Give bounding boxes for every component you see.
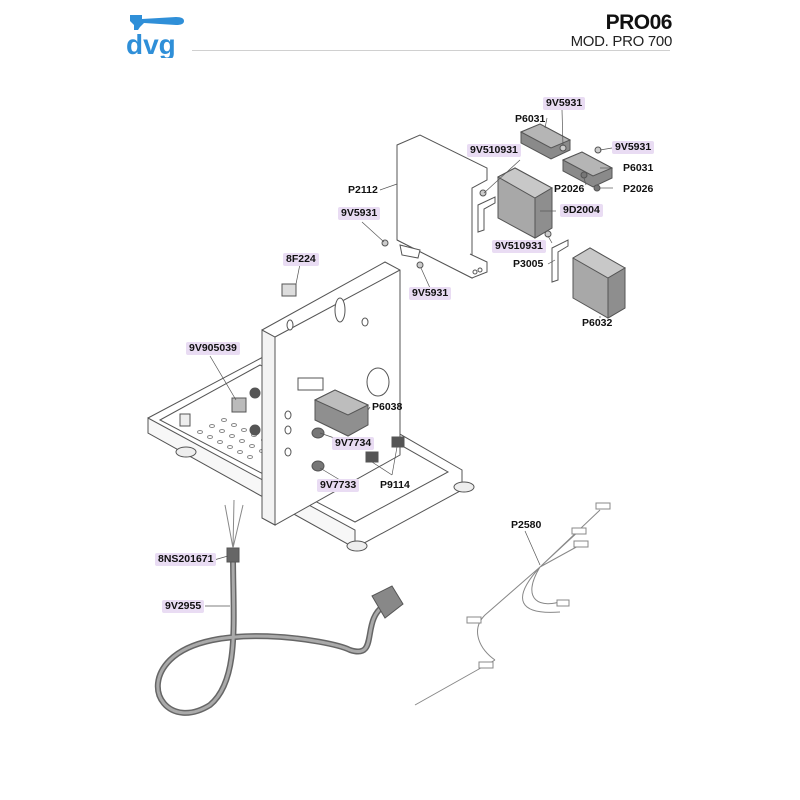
relay-p6032 xyxy=(572,247,626,319)
part-label-p2580[interactable]: P2580 xyxy=(511,519,542,531)
switch-8f224 xyxy=(281,283,297,297)
header-divider xyxy=(192,50,670,51)
part-label-9v2955[interactable]: 9V2955 xyxy=(162,600,205,613)
switch-p9114-a xyxy=(365,451,379,463)
part-label-9v510931[interactable]: 9V510931 xyxy=(492,240,546,253)
bracket-p2112 xyxy=(396,134,488,279)
bracket-small xyxy=(477,196,496,233)
toggle-9v905039 xyxy=(231,397,247,413)
switch-p9114-b xyxy=(391,436,405,448)
part-label-p2026[interactable]: P2026 xyxy=(623,183,654,195)
dvg-logo: dvg xyxy=(126,12,192,60)
part-label-9d2004[interactable]: 9D2004 xyxy=(560,204,603,217)
transformer-9d2004 xyxy=(496,167,554,239)
leader-lines xyxy=(205,109,613,607)
cover-p6031-b xyxy=(561,151,614,188)
part-label-p9114[interactable]: P9114 xyxy=(380,479,410,491)
model-subtitle: MOD. PRO 700 xyxy=(570,33,673,50)
page-title: PRO06 xyxy=(605,11,673,34)
part-label-8ns201671[interactable]: 8NS201671 xyxy=(155,553,217,566)
bracket-p3005 xyxy=(551,239,569,283)
part-label-p6038[interactable]: P6038 xyxy=(372,401,403,413)
part-label-9v5931[interactable]: 9V5931 xyxy=(543,97,586,110)
part-label-9v5931[interactable]: 9V5931 xyxy=(338,207,381,220)
part-label-p6031[interactable]: P6031 xyxy=(515,113,546,125)
part-label-9v5931[interactable]: 9V5931 xyxy=(409,287,452,300)
cover-p6031-a xyxy=(519,123,572,160)
display-p6038 xyxy=(313,389,370,437)
part-label-9v7733[interactable]: 9V7733 xyxy=(317,479,360,492)
brand-text: dvg xyxy=(126,29,176,58)
part-label-9v510931[interactable]: 9V510931 xyxy=(467,144,521,157)
power-cord-9v2955 xyxy=(154,499,404,716)
part-label-8f224[interactable]: 8F224 xyxy=(283,253,319,266)
screws xyxy=(381,144,602,269)
part-label-9v905039[interactable]: 9V905039 xyxy=(186,342,240,355)
lamp-9v7734 xyxy=(311,427,325,439)
part-label-p6032[interactable]: P6032 xyxy=(582,317,613,329)
part-label-p2112[interactable]: P2112 xyxy=(348,184,378,196)
part-label-9v7734[interactable]: 9V7734 xyxy=(332,437,375,450)
part-label-p6031[interactable]: P6031 xyxy=(623,162,654,174)
part-label-9v5931[interactable]: 9V5931 xyxy=(612,141,655,154)
wiring-harness-p2580 xyxy=(414,502,611,706)
portafilter-logo-icon: dvg xyxy=(126,15,184,60)
part-label-p2026[interactable]: P2026 xyxy=(554,183,585,195)
part-label-p3005[interactable]: P3005 xyxy=(513,258,544,270)
